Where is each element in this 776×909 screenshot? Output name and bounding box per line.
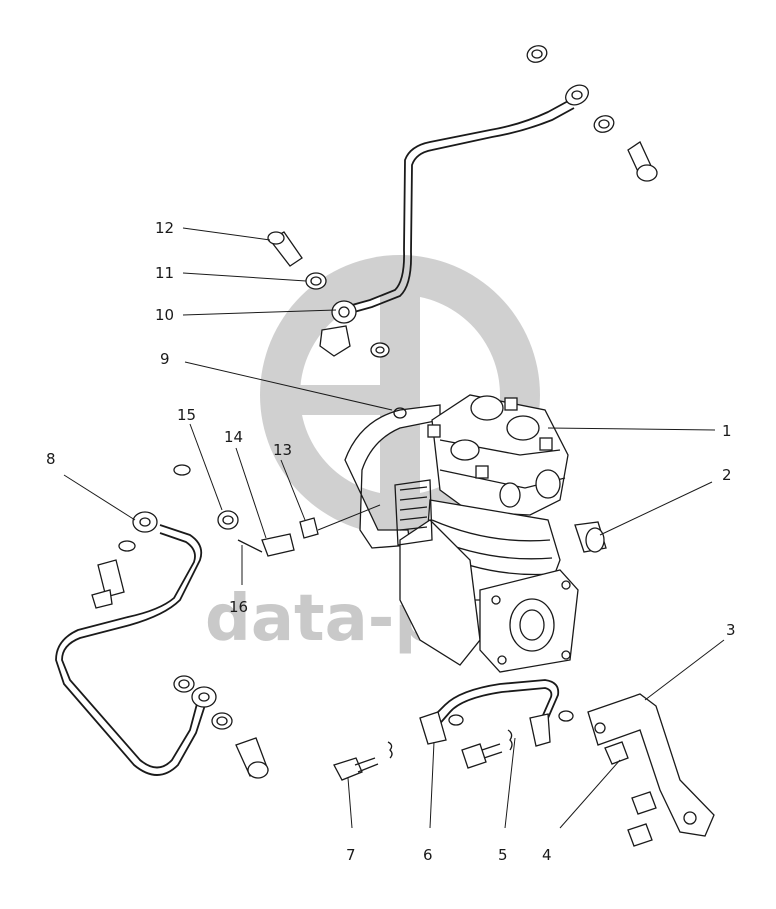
- pipe-8: [55, 511, 217, 776]
- upper-pipe: [331, 84, 589, 324]
- label-14: 14: [224, 428, 243, 446]
- upper-fittings: [267, 45, 658, 358]
- label-11: 11: [155, 264, 174, 282]
- bottom-fittings: [333, 729, 657, 847]
- compressor: [344, 394, 579, 673]
- label-13: 13: [273, 441, 292, 459]
- label-4: 4: [542, 846, 552, 864]
- label-6: 6: [423, 846, 433, 864]
- label-5: 5: [498, 846, 508, 864]
- leader-lines: [63, 227, 725, 829]
- parts-13-16: [217, 510, 319, 557]
- label-15: 15: [177, 406, 196, 424]
- left-fittings: [91, 464, 269, 779]
- label-10: 10: [155, 306, 174, 324]
- part-labels: 1 2 3 4 5 6 7 8 9 10 11 12 13 14 15 16: [46, 219, 736, 864]
- pipe-6: [419, 679, 574, 747]
- label-12: 12: [155, 219, 174, 237]
- label-9: 9: [160, 350, 170, 368]
- fitting-2: [574, 521, 607, 553]
- label-7: 7: [346, 846, 356, 864]
- label-2: 2: [722, 466, 732, 484]
- label-8: 8: [46, 450, 56, 468]
- label-3: 3: [726, 621, 736, 639]
- label-1: 1: [722, 422, 732, 440]
- bracket-3: [587, 693, 715, 837]
- label-16: 16: [229, 598, 248, 616]
